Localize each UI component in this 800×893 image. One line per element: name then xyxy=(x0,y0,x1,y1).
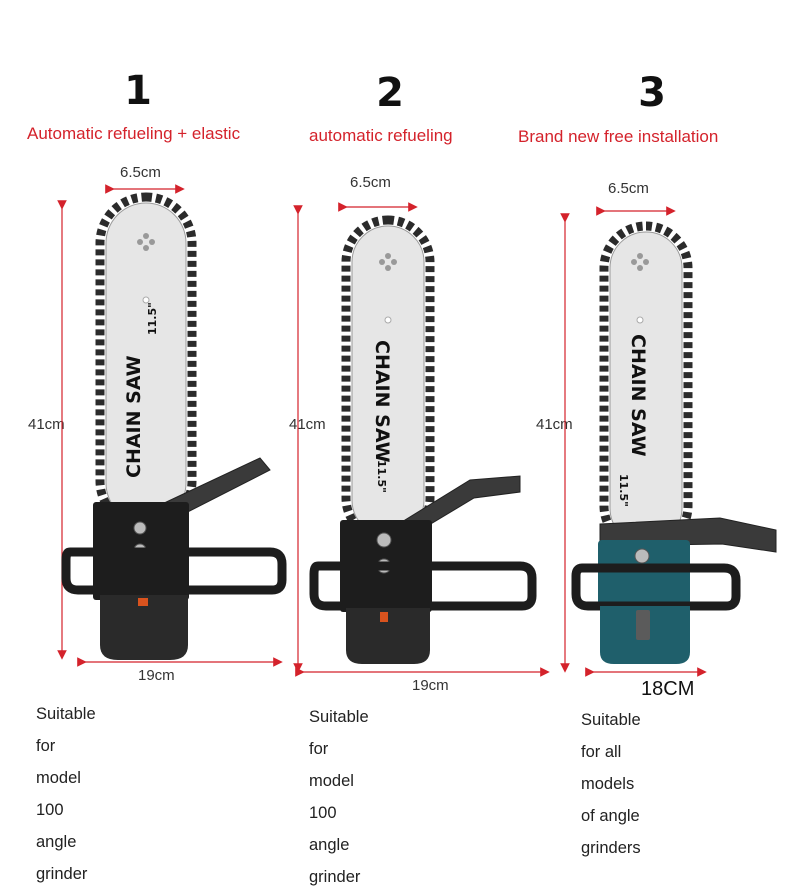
option-number: 1 xyxy=(124,68,152,114)
side-handle xyxy=(309,561,537,611)
feature-label: automatic refueling xyxy=(309,126,453,145)
chain xyxy=(341,215,435,545)
chainsaw-attachment-3: CHAIN SAW 11.5" xyxy=(560,206,777,677)
chainsaw-attachment-2: CHAIN SAW 11.5" xyxy=(293,202,550,677)
top-width-label: 6.5cm xyxy=(120,164,161,181)
feature-label: Brand new free installation xyxy=(518,127,719,146)
height-label: 41cm xyxy=(28,416,65,433)
gear-housing xyxy=(100,595,188,660)
bar-size: 11.5" xyxy=(375,460,388,493)
option-number: 3 xyxy=(638,70,666,116)
bottom-width-label: 19cm xyxy=(412,677,449,694)
bar-label: CHAIN SAW xyxy=(371,340,393,463)
bar-size: 11.5" xyxy=(146,302,159,335)
grinder-head xyxy=(598,540,690,610)
bottom-width-label: 19cm xyxy=(138,667,175,684)
compatibility-caption: Suitable for all models of angle grinder… xyxy=(581,711,641,857)
gear-housing xyxy=(346,608,430,664)
top-width-label: 6.5cm xyxy=(608,180,649,197)
feature-label: Automatic refueling + elastic xyxy=(27,124,241,143)
option-number: 2 xyxy=(376,70,404,116)
chain xyxy=(599,221,693,553)
top-width-label: 6.5cm xyxy=(350,174,391,191)
side-handle xyxy=(61,547,287,595)
bar-label: CHAIN SAW xyxy=(123,355,145,478)
chainsaw-attachment-1: CHAIN SAW 11.5" xyxy=(57,184,287,667)
bar-size: 11.5" xyxy=(617,474,630,507)
bar-label: CHAIN SAW xyxy=(627,334,649,457)
bottom-width-label: 18CM xyxy=(641,678,695,700)
side-handle xyxy=(571,563,741,611)
